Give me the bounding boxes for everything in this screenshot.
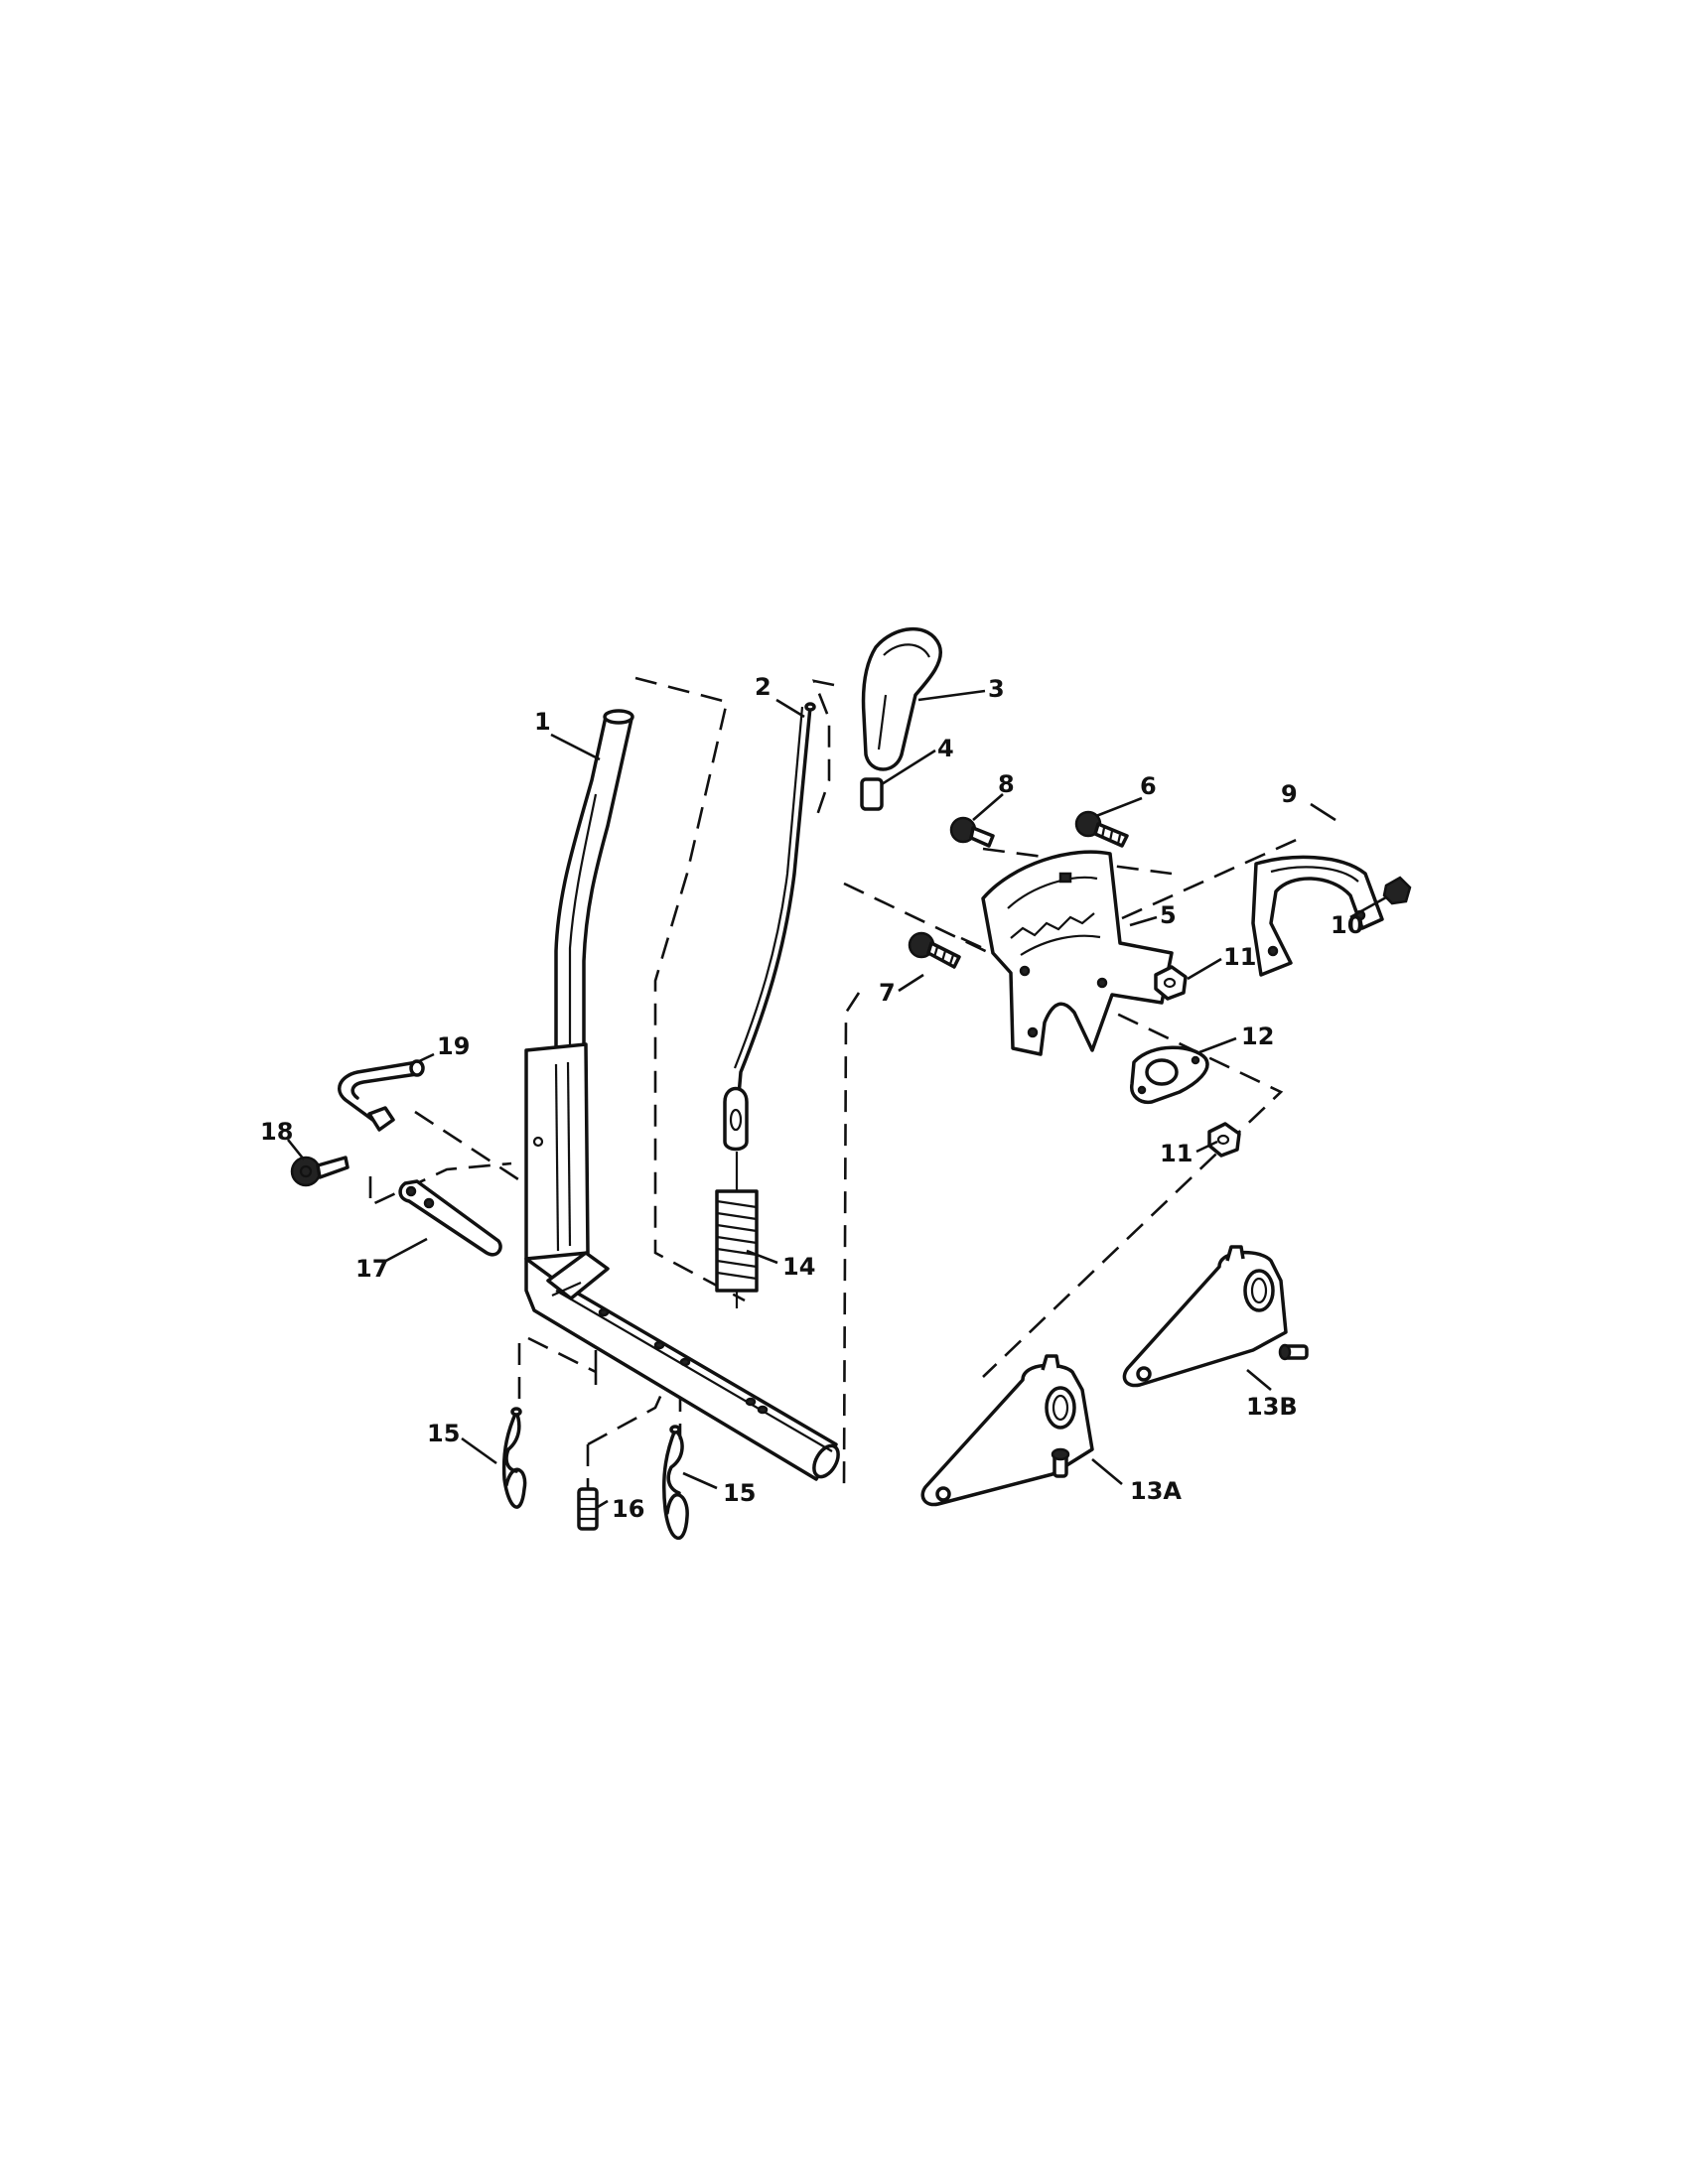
part-12-flange-bushing bbox=[1130, 1045, 1209, 1105]
callout-labels: 1 2 3 4 8 6 9 10 5 7 11 12 11 13B 13A 14… bbox=[260, 673, 1363, 1523]
part-17-bar bbox=[398, 1179, 502, 1257]
callout-16: 16 bbox=[612, 1495, 644, 1523]
callout-8: 8 bbox=[998, 770, 1015, 798]
leader-lines bbox=[286, 689, 1387, 1509]
part-6-bolt bbox=[1074, 810, 1129, 848]
callout-9: 9 bbox=[1281, 780, 1298, 808]
callout-10: 10 bbox=[1331, 911, 1363, 939]
part-8-bolt bbox=[949, 816, 995, 848]
part-5-shift-plate bbox=[981, 850, 1174, 1056]
callout-11-lower: 11 bbox=[1160, 1140, 1193, 1167]
callout-5: 5 bbox=[1160, 901, 1177, 929]
callout-19: 19 bbox=[437, 1032, 470, 1060]
part-4-insert bbox=[860, 777, 884, 811]
callout-7: 7 bbox=[879, 979, 896, 1007]
part-15-hairpin-left bbox=[501, 1407, 527, 1509]
part-9-bracket bbox=[1251, 855, 1384, 977]
callout-6: 6 bbox=[1140, 772, 1157, 800]
callout-2: 2 bbox=[755, 673, 772, 701]
callout-13a: 13A bbox=[1130, 1477, 1182, 1505]
part-7-bolt bbox=[908, 931, 961, 969]
part-10-nut bbox=[1382, 876, 1412, 905]
callout-15-right: 15 bbox=[723, 1479, 756, 1507]
callout-11-upper: 11 bbox=[1223, 943, 1256, 971]
callout-15-left: 15 bbox=[427, 1420, 460, 1447]
callout-3: 3 bbox=[988, 675, 1005, 703]
part-14-spring bbox=[715, 1152, 759, 1308]
part-2-control-rod bbox=[723, 702, 816, 1152]
assembly-dash-lines bbox=[368, 676, 1302, 1494]
part-11-nut-upper bbox=[1154, 965, 1188, 1001]
callout-1: 1 bbox=[534, 708, 551, 736]
callout-14: 14 bbox=[782, 1253, 815, 1281]
part-11-nut-lower bbox=[1207, 1122, 1241, 1158]
callout-17: 17 bbox=[355, 1255, 388, 1283]
part-13a-plate bbox=[920, 1354, 1094, 1507]
part-16-roll-pin bbox=[577, 1487, 599, 1531]
part-18-screw bbox=[290, 1156, 350, 1187]
callout-18: 18 bbox=[260, 1118, 293, 1146]
callout-4: 4 bbox=[937, 735, 954, 762]
part-15-hairpin-right bbox=[661, 1425, 689, 1540]
callout-13b: 13B bbox=[1246, 1393, 1298, 1421]
callout-12: 12 bbox=[1241, 1023, 1274, 1050]
part-3-knob bbox=[861, 627, 943, 771]
part-13b-plate bbox=[1122, 1245, 1309, 1388]
part-19-u-bracket bbox=[338, 1059, 425, 1132]
part-1-shift-lever bbox=[524, 709, 840, 1481]
